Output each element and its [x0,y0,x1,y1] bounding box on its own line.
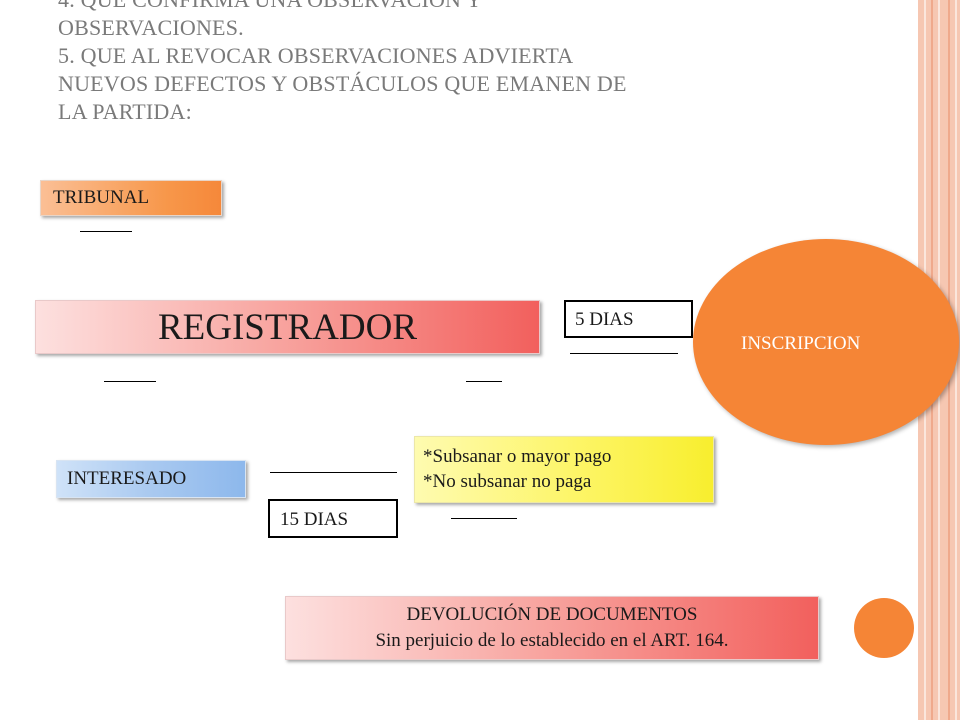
registrador-box: REGISTRADOR [35,300,540,354]
heading-line: 5. QUE AL REVOCAR OBSERVACIONES ADVIERTA [58,43,574,68]
heading-line: NUEVOS DEFECTOS Y OBSTÁCULOS QUE EMANEN … [58,71,627,96]
registrador-label: REGISTRADOR [157,307,418,348]
heading-line: OBSERVACIONES. [58,15,244,40]
cinco-dias-box: 5 DIAS [564,300,693,338]
inscripcion-circle: INSCRIPCION [693,239,959,445]
tribunal-box: TRIBUNAL [40,180,222,216]
heading-line: LA PARTIDA: [58,99,192,124]
quince-dias-box: 15 DIAS [268,499,398,538]
connector-line [570,353,678,354]
devolucion-box: DEVOLUCIÓN DE DOCUMENTOS Sin perjuicio d… [285,596,819,660]
heading-line: 4. QUE CONFIRMA UNA OBSERVACIÓN Y [58,0,858,14]
interesado-label: INTERESADO [67,468,187,489]
connector-line [270,472,397,473]
connector-line [466,381,502,382]
subsanar-box: *Subsanar o mayor pago *No subsanar no p… [414,436,714,503]
cinco-dias-label: 5 DIAS [575,309,634,330]
connector-line [104,381,156,382]
quince-dias-label: 15 DIAS [280,509,349,530]
interesado-box: INTERESADO [56,460,246,498]
subsanar-line: *Subsanar o mayor pago [423,446,612,467]
subsanar-line: *No subsanar no paga [423,471,592,492]
inscripcion-label: INSCRIPCION [741,333,861,354]
devolucion-title: DEVOLUCIÓN DE DOCUMENTOS [406,604,698,625]
tribunal-label: TRIBUNAL [53,187,150,208]
devolucion-text: Sin perjuicio de lo establecido en el AR… [375,630,729,651]
slide-heading: 4. QUE CONFIRMA UNA OBSERVACIÓN Y OBSERV… [58,0,858,126]
connector-line [451,518,517,519]
decorative-circle [854,598,914,658]
connector-line [80,231,132,232]
